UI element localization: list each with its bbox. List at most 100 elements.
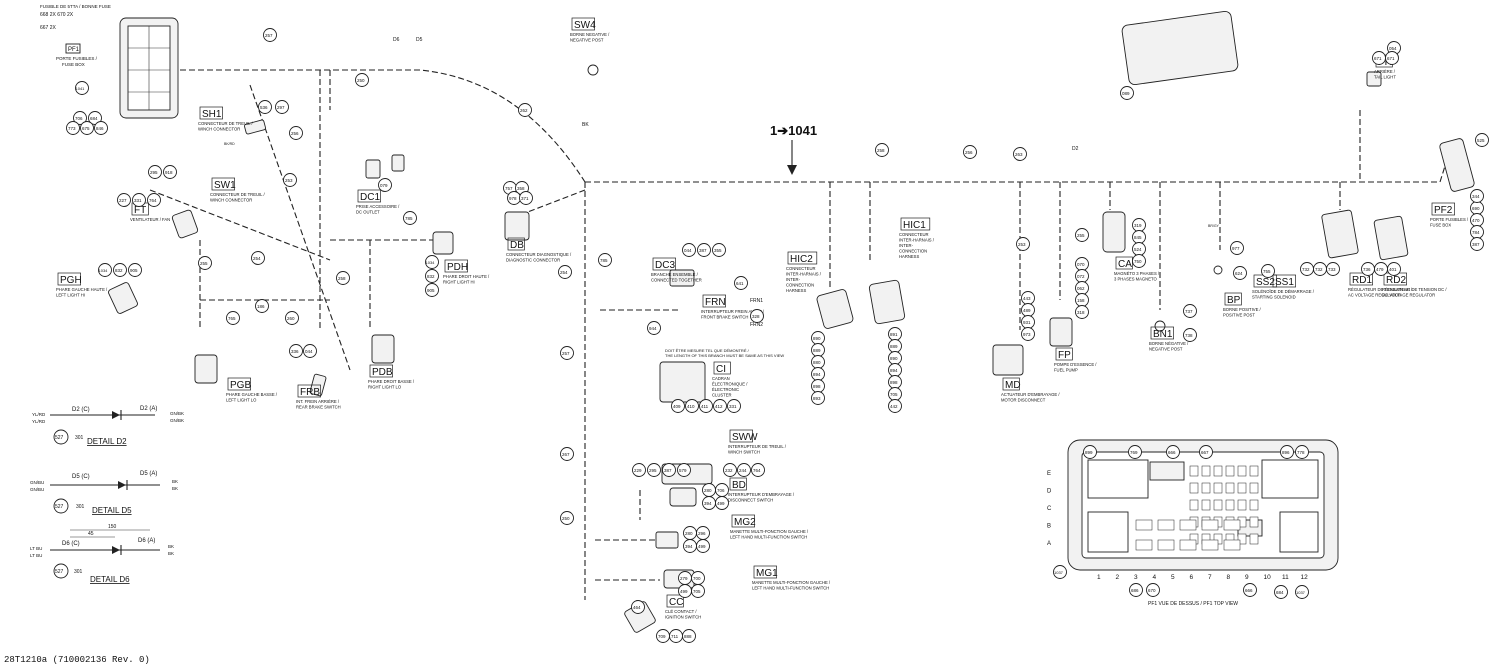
- component-box-sww: [729, 429, 753, 443]
- component-desc-ss2-0: SOLÉNOÏDE DE DÉMARRAGE /: [1252, 289, 1315, 294]
- relay-slot: [1135, 519, 1153, 531]
- component-box-sh1: [199, 106, 223, 120]
- part-callout-circle: [712, 243, 726, 257]
- fuse-slot: [1189, 482, 1199, 494]
- part-callout-label: 279: [680, 576, 688, 581]
- component-box-pgh: [57, 272, 81, 286]
- component-desc-hic1-4: HARNESS: [899, 254, 919, 259]
- component-code-pdb: PDB: [372, 367, 393, 378]
- part-callout-label: 671: [1374, 56, 1382, 61]
- part-callout-label: 898: [813, 384, 821, 389]
- panel-top-callout-circle: [1166, 445, 1180, 459]
- component-desc-mg1-1: LEFT HAND MULTI-FUNCTION SWITCH: [752, 586, 829, 591]
- component-desc-dc1-0: PRISE ACCESSOIRE /: [356, 204, 400, 209]
- d6-b: D6 (A): [138, 538, 155, 544]
- part-callout-label: 750: [1134, 259, 1142, 264]
- fuse-slot: [1249, 533, 1259, 545]
- drawing-reference: 28T1210a (710002136 Rev. 0): [4, 655, 150, 665]
- part-callout-label: 336: [291, 349, 299, 354]
- part-callout-circle: [80, 121, 94, 135]
- component-desc-pgh-1: LEFT LIGHT HI: [56, 293, 85, 298]
- relay-slot: [1223, 539, 1241, 551]
- part-callout-label: 890: [813, 336, 821, 341]
- component-desc-rd1-0: RÉGULATEUR DE TENSION AC /: [1348, 287, 1413, 292]
- part-callout-label: 931: [1023, 320, 1031, 325]
- wire-callout-label: 257: [265, 33, 273, 38]
- fuse-slot: [1201, 482, 1211, 494]
- wire-callout-label: 254: [560, 270, 568, 275]
- wire-callout-label: 260: [287, 316, 295, 321]
- part-callout-label: 711: [671, 634, 679, 639]
- wire-callout-circle: [255, 299, 269, 313]
- fuse-panel-col-label: 10: [1264, 574, 1272, 581]
- part-callout-label: 705: [890, 392, 898, 397]
- component-code-db: DB: [510, 240, 524, 251]
- panel-bottom-callout-circle: [1274, 585, 1288, 599]
- part-callout-label: 401: [1389, 267, 1397, 272]
- part-callout-circle: [148, 165, 162, 179]
- part-callout-label: 773: [68, 126, 76, 131]
- d2-title: DETAIL D2: [87, 437, 127, 446]
- wire-callout-label: 254: [253, 256, 261, 261]
- d5-left-1: GN/BU: [30, 480, 44, 485]
- component-code-dc3: DC3: [655, 260, 675, 271]
- component-desc-md-1: MOTOR DISCONNECT: [1001, 398, 1046, 403]
- relay-slot: [1223, 519, 1241, 531]
- component-box-frb: [297, 384, 321, 398]
- fuse-slot: [1201, 465, 1211, 477]
- fuse-panel-col-label: 8: [1227, 574, 1231, 581]
- part-callout-label: 889: [890, 344, 898, 349]
- diagnostic-note-1: DOIT ÊTRE MESURE TEL QUE DÉMONTRÉ /: [665, 348, 750, 353]
- part-callout-circle: [1075, 305, 1089, 319]
- component-code-hic1: HIC1: [903, 220, 926, 231]
- part-callout-label: 295: [150, 170, 158, 175]
- pf1-desc-2: FUSE BOX: [62, 62, 85, 67]
- wire-callout-circle: [560, 447, 574, 461]
- component-desc-ci-3: CLUSTER: [712, 393, 732, 398]
- part-callout-circle: [425, 269, 439, 283]
- misc-frn2: FRN2: [750, 322, 763, 328]
- part-callout-circle: [94, 121, 108, 135]
- part-callout-label: 499: [717, 501, 725, 506]
- component-desc-pr-1: TAIL LIGHT: [1374, 75, 1396, 80]
- part-callout-circle: [1233, 266, 1247, 280]
- component-box-ss1: [1272, 274, 1296, 288]
- wire-callout-circle: [1075, 228, 1089, 242]
- component-desc-pgh-0: PHARE GAUCHE HAUTE /: [56, 287, 108, 292]
- d5-left-2: GN/BU: [30, 487, 44, 492]
- misc-bk: BK: [582, 122, 589, 128]
- panel-top-callout-circle: [1199, 445, 1213, 459]
- wire-callout-circle: [283, 173, 297, 187]
- component-box-sw4: [571, 17, 595, 31]
- relay-slot: [1157, 519, 1175, 531]
- wire-callout-circle: [963, 145, 977, 159]
- part-callout-circle: [425, 283, 439, 297]
- fuse-box-pf1: PF1 PORTE FUSIBLES / FUSE BOX FUSIBLE DE…: [40, 4, 179, 119]
- part-callout-label: 905: [130, 268, 138, 273]
- fuse-panel-row-label: D: [1047, 489, 1052, 495]
- part-callout-label: 280: [685, 531, 693, 536]
- fuse-slot: [1249, 499, 1259, 511]
- part-callout-circle: [66, 121, 80, 135]
- component-desc-bn1-1: NEGATIVE POST: [1149, 347, 1183, 352]
- part-callout-label: 918: [165, 170, 173, 175]
- part-callout-label: 358: [517, 186, 525, 191]
- part-callout-circle: [425, 255, 439, 269]
- component-code-bn1: BN1: [1153, 329, 1173, 340]
- wire-callout-circle: [355, 73, 369, 87]
- part-callout-circle: [303, 344, 317, 358]
- part-callout-circle: [1470, 189, 1484, 203]
- part-callout-label: 072: [1077, 274, 1085, 279]
- part-callout-circle: [715, 496, 729, 510]
- wire-callout-circle: [560, 511, 574, 525]
- wire-callout-circle: [1013, 147, 1027, 161]
- part-callout-label: 832: [115, 268, 123, 273]
- panel-bottom-callout-circle: [1129, 583, 1143, 597]
- panel-top-callout-label: 778: [1297, 450, 1305, 455]
- wire-callout-label: 257: [562, 351, 570, 356]
- component-desc-sw4-0: BORNE NEGATIVE /: [570, 32, 610, 37]
- part-callout-label: 229: [634, 468, 642, 473]
- component-desc-pdh-0: PHARE DROIT HAUTE /: [443, 274, 490, 279]
